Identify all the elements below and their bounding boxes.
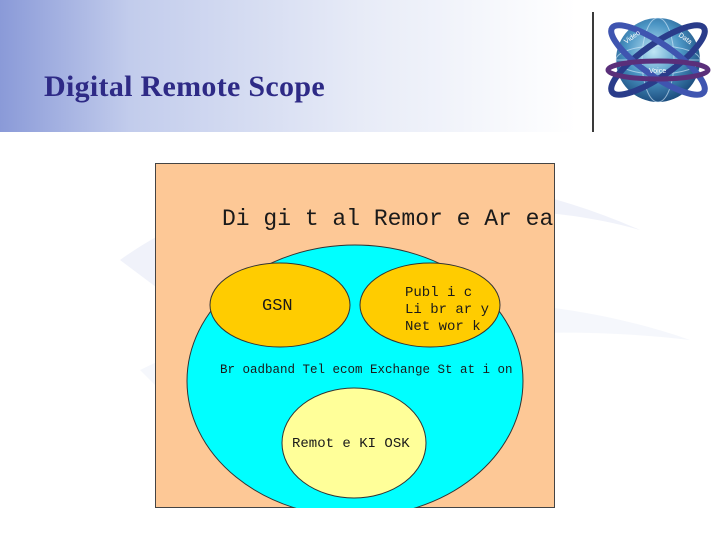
header-band — [0, 0, 720, 132]
public-library-label-line1: Publ i c — [405, 285, 472, 301]
digital-remote-area-diagram: Di gi t al Remor e Ar ea GSN Publ i c Li… — [155, 163, 555, 508]
remote-area-label: Di gi t al Remor e Ar ea — [222, 206, 553, 232]
remote-kiosk-ellipse — [281, 387, 427, 499]
orbit-ring-data — [608, 22, 708, 98]
remote-kiosk-label: Remot e KI OSK — [292, 436, 410, 452]
globe-icon: Video Data Voice — [605, 17, 711, 103]
public-library-label-line3: Net wor k — [405, 319, 481, 335]
orbit-ring-voice — [605, 58, 711, 82]
gsn-ellipse — [209, 262, 351, 348]
orbit-ring-video — [608, 22, 708, 98]
public-library-label-line2: Li br ar y — [405, 302, 489, 318]
header-divider — [592, 12, 594, 132]
slide-title: Digital Remote Scope — [44, 70, 325, 103]
gsn-label: GSN — [262, 297, 293, 316]
public-library-ellipse — [359, 262, 501, 348]
telecom-station-label: Br oadband Tel ecom Exchange St at i on — [220, 363, 513, 377]
ring-label-voice: Voice — [649, 68, 666, 75]
